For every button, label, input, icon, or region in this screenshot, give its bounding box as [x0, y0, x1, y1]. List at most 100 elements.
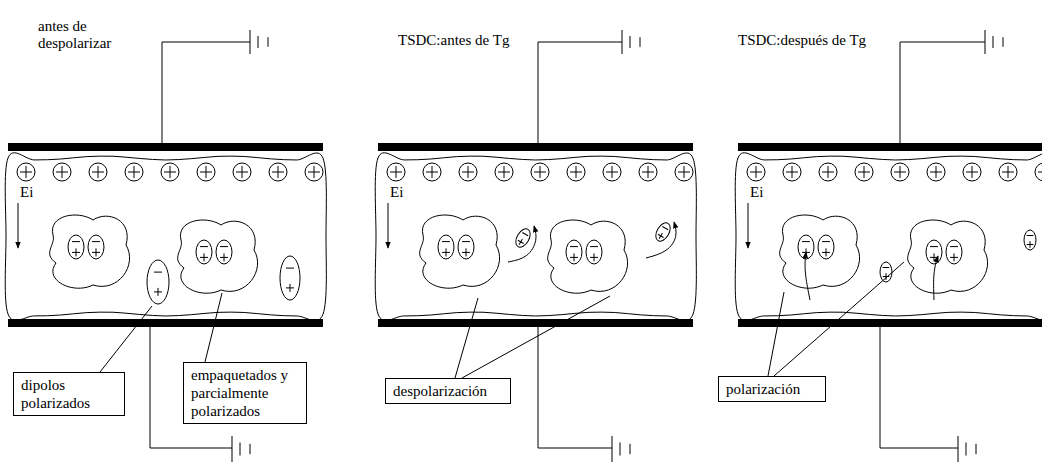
wire: [162, 42, 250, 43]
field-label: Ei: [20, 184, 33, 201]
positive-charge: [567, 163, 585, 181]
minus-sign: [662, 226, 668, 229]
field-label: Ei: [390, 184, 403, 201]
plus-sign: [204, 253, 205, 261]
plus-sign: [468, 166, 469, 178]
leader-line: [205, 293, 222, 362]
plus-sign: [224, 253, 225, 261]
dipole: [946, 240, 962, 264]
minus-sign: [442, 241, 450, 242]
plus-sign: [26, 166, 27, 178]
dielectric-sample: [5, 153, 326, 321]
plus-sign: [756, 166, 757, 178]
wire: [538, 448, 612, 449]
plus-sign: [900, 166, 901, 178]
positive-charge: [675, 163, 693, 181]
plus-sign: [170, 166, 171, 178]
plus-sign: [242, 166, 243, 178]
dipole: [926, 240, 942, 264]
positive-charge: [459, 163, 477, 181]
battery-plate: [258, 36, 259, 48]
callout-box: despolarización: [385, 378, 511, 404]
plus-sign: [540, 166, 541, 178]
battery-plate: [958, 436, 959, 462]
positive-charge: [603, 163, 621, 181]
positive-charge: [783, 163, 801, 181]
bottom-electrode: [378, 319, 693, 327]
plus-sign: [828, 166, 829, 178]
dipole: [458, 235, 474, 259]
dipole: [586, 240, 602, 264]
field-arrow: [388, 203, 389, 248]
plus-sign: [466, 248, 467, 256]
positive-charge: [161, 163, 179, 181]
plus-sign: [278, 166, 279, 178]
battery-plate: [630, 444, 631, 454]
minus-sign: [570, 246, 578, 247]
positive-charge: [819, 163, 837, 181]
rotation-arrow: [508, 226, 536, 262]
bottom-electrode: [8, 319, 323, 327]
positive-charge: [531, 163, 549, 181]
positive-charge: [53, 163, 71, 181]
dipole: [68, 235, 84, 259]
wire: [900, 42, 901, 143]
dipole-cluster: [548, 220, 628, 293]
battery-plate: [622, 30, 623, 54]
battery-plate: [993, 36, 994, 48]
top-electrode: [378, 143, 693, 151]
callout-text: empaquetados y parcialmente polarizados: [191, 366, 299, 420]
plus-sign: [98, 166, 99, 178]
battery-plate: [232, 436, 233, 462]
minus-sign: [802, 241, 810, 242]
field-label: Ei: [750, 184, 763, 201]
positive-charge: [927, 163, 945, 181]
plus-sign: [574, 253, 575, 261]
plus-sign: [864, 166, 865, 178]
plus-sign: [158, 288, 159, 296]
wire: [880, 327, 881, 448]
minus-sign: [72, 241, 80, 242]
battery-plate: [240, 443, 241, 456]
field-arrow: [748, 203, 749, 248]
wire: [150, 327, 151, 448]
leader-line: [774, 262, 904, 376]
dipole-cluster: [420, 215, 500, 288]
dielectric-sample: [735, 153, 1042, 321]
plus-sign: [206, 166, 207, 178]
polarization-arrow: [934, 256, 938, 300]
battery-plate: [630, 36, 631, 48]
top-electrode: [8, 143, 323, 151]
callout-text: polarización: [726, 380, 818, 398]
positive-charge: [125, 163, 143, 181]
minus-sign: [950, 246, 958, 247]
positive-charge: [423, 163, 441, 181]
minus-sign: [286, 268, 294, 269]
positive-charge: [305, 163, 323, 181]
panel: [5, 30, 326, 462]
dipole-cluster: [908, 220, 988, 293]
plus-sign: [934, 253, 935, 261]
positive-charge: [269, 163, 287, 181]
plus-sign: [792, 166, 793, 178]
wire: [538, 42, 622, 43]
dipole: [196, 240, 212, 264]
panel-title: TSDC:después de Tg: [738, 32, 866, 49]
minus-sign: [220, 246, 228, 247]
positive-charge: [495, 163, 513, 181]
panel-title: antes de despolarizar: [38, 18, 142, 53]
battery-plate: [250, 30, 251, 54]
plus-sign: [1008, 166, 1009, 178]
dipole: [880, 262, 892, 282]
leader-line: [768, 292, 784, 376]
battery-plate: [250, 444, 251, 454]
wire: [162, 42, 163, 143]
plus-sign: [936, 166, 937, 178]
minus-sign: [154, 272, 162, 273]
wire: [538, 327, 539, 448]
panel-title: TSDC:antes de Tg: [398, 32, 509, 49]
plus-sign: [504, 166, 505, 178]
wire: [150, 448, 232, 449]
plus-sign: [659, 233, 662, 239]
